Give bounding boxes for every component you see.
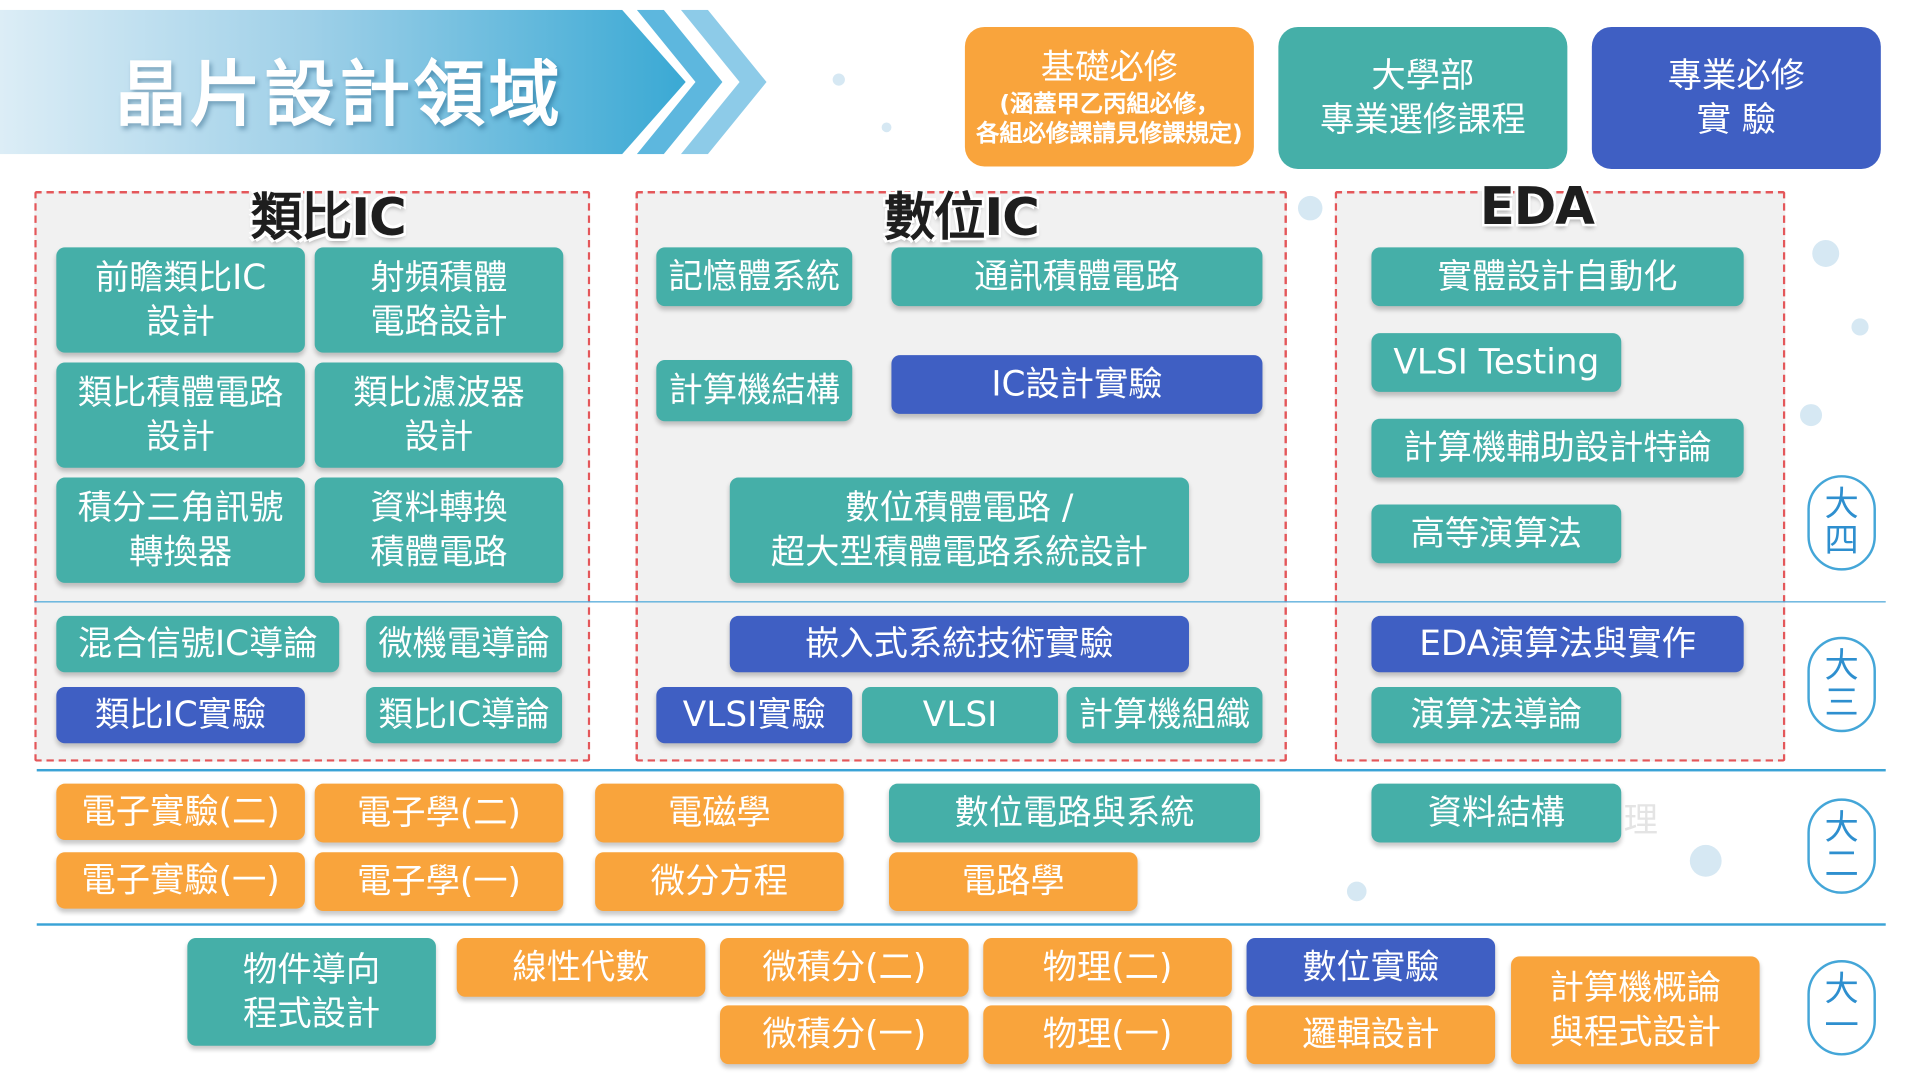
course-circuit-theory[interactable]: 電路學 — [888, 852, 1138, 912]
divider-senior-junior — [34, 601, 1886, 603]
decor-dot — [1851, 318, 1869, 336]
course-differential-equations[interactable]: 微分方程 — [595, 852, 844, 912]
course-sigma-delta-converter[interactable]: 積分三角訊號 轉換器 — [56, 477, 305, 583]
legend-required-lab: 專業必修 實 驗 — [1591, 26, 1881, 169]
course-electronics-2[interactable]: 電子學(二) — [314, 783, 564, 843]
legend-elective: 大學部 專業選修課程 — [1278, 26, 1568, 169]
page-title: 晶片設計領域 — [115, 52, 564, 136]
course-analog-ic-lab[interactable]: 類比IC實驗 — [56, 686, 305, 744]
year-badge-char: 大 — [1824, 806, 1859, 848]
legend-elective-label: 大學部 — [1371, 55, 1475, 96]
course-analog-filter-design[interactable]: 類比濾波器 設計 — [314, 362, 564, 468]
year-badge-char: 一 — [1824, 1005, 1859, 1046]
course-memory-systems[interactable]: 記憶體系統 — [656, 247, 853, 307]
course-electronics-lab-2[interactable]: 電子實驗(二) — [56, 783, 305, 841]
year-badge-char: 三 — [1824, 682, 1859, 723]
header-banner — [0, 9, 686, 155]
legend-basic-note: 各組必修課請見修課規定) — [976, 120, 1243, 147]
course-analog-ic-intro[interactable]: 類比IC導論 — [366, 686, 563, 744]
course-physics-1[interactable]: 物理(一) — [983, 1005, 1232, 1065]
course-digital-ic-vlsi-system-design[interactable]: 數位積體電路 / 超大型積體電路系統設計 — [729, 477, 1189, 583]
decor-dot — [1812, 240, 1840, 267]
legend-lab-label: 實 驗 — [1696, 99, 1777, 140]
legend-basic-required: 基礎必修 (涵蓋甲乙丙組必修， 各組必修課請見修課規定) — [964, 26, 1254, 167]
course-electromagnetics[interactable]: 電磁學 — [595, 783, 844, 843]
course-intro-computer-programming[interactable]: 計算機概論 與程式設計 — [1511, 956, 1760, 1065]
course-digital-circuits-systems[interactable]: 數位電路與系統 — [888, 783, 1261, 843]
year-badge-junior: 大 三 — [1807, 636, 1876, 733]
divider-junior-sophomore — [36, 768, 1886, 772]
year-badge-freshman: 大 一 — [1807, 960, 1876, 1056]
legend-lab-label: 專業必修 — [1667, 55, 1805, 96]
decor-dot — [832, 73, 845, 86]
region-title-eda: EDA — [1479, 176, 1595, 237]
course-cad-special-topics[interactable]: 計算機輔助設計特論 — [1371, 418, 1744, 478]
course-communication-ic[interactable]: 通訊積體電路 — [891, 247, 1263, 307]
region-title-analog: 類比IC — [250, 187, 407, 248]
course-ic-design-lab[interactable]: IC設計實驗 — [891, 355, 1263, 414]
course-calculus-1[interactable]: 微積分(一) — [720, 1005, 969, 1065]
course-algorithms-intro[interactable]: 演算法導論 — [1371, 686, 1622, 744]
course-vlsi-testing[interactable]: VLSI Testing — [1371, 333, 1622, 392]
faded-text: 理 — [1623, 799, 1658, 841]
course-computer-organization[interactable]: 計算機組織 — [1066, 686, 1263, 744]
course-data-converter-ic[interactable]: 資料轉換 積體電路 — [314, 477, 564, 583]
course-advanced-algorithms[interactable]: 高等演算法 — [1371, 504, 1622, 564]
course-computer-architecture[interactable]: 計算機結構 — [656, 360, 853, 422]
decor-dot — [1297, 195, 1323, 221]
course-digital-lab[interactable]: 數位實驗 — [1246, 937, 1496, 997]
course-physical-design-automation[interactable]: 實體設計自動化 — [1371, 247, 1744, 307]
legend-basic-note: (涵蓋甲乙丙組必修， — [999, 90, 1220, 118]
legend-basic-label: 基礎必修 — [1040, 46, 1178, 87]
course-mems-intro[interactable]: 微機電導論 — [366, 615, 563, 673]
decor-dot — [1689, 844, 1722, 877]
decor-dot — [881, 122, 892, 133]
year-badge-char: 四 — [1824, 520, 1859, 561]
year-badge-char: 大 — [1824, 645, 1859, 686]
decor-dot — [1800, 404, 1823, 427]
course-electronics-1[interactable]: 電子學(一) — [314, 852, 564, 912]
course-logic-design[interactable]: 邏輯設計 — [1246, 1005, 1496, 1065]
course-calculus-2[interactable]: 微積分(二) — [720, 937, 969, 997]
year-badge-char: 二 — [1824, 843, 1859, 885]
course-vlsi-lab[interactable]: VLSI實驗 — [656, 686, 853, 744]
year-badge-char: 大 — [1824, 968, 1859, 1009]
course-mixed-signal-ic-intro[interactable]: 混合信號IC導論 — [56, 615, 340, 673]
divider-sophomore-freshman — [36, 923, 1886, 926]
course-advanced-analog-ic-design[interactable]: 前瞻類比IC 設計 — [56, 247, 305, 353]
year-badge-char: 大 — [1824, 483, 1859, 525]
course-embedded-systems-lab[interactable]: 嵌入式系統技術實驗 — [729, 615, 1189, 673]
year-badge-senior: 大 四 — [1807, 475, 1876, 571]
course-vlsi[interactable]: VLSI — [862, 686, 1058, 744]
chevron-icon — [680, 9, 767, 155]
decor-dot — [1346, 881, 1367, 902]
course-linear-algebra[interactable]: 線性代數 — [456, 937, 706, 997]
course-analog-ic-design[interactable]: 類比積體電路 設計 — [56, 362, 305, 468]
course-rf-ic-design[interactable]: 射頻積體 電路設計 — [314, 247, 564, 353]
year-badge-sophomore: 大 二 — [1807, 798, 1876, 894]
course-eda-algorithms-implementation[interactable]: EDA演算法與實作 — [1371, 615, 1744, 673]
course-oop[interactable]: 物件導向 程式設計 — [187, 937, 436, 1046]
region-title-digital: 數位IC — [883, 187, 1040, 248]
course-electronics-lab-1[interactable]: 電子實驗(一) — [56, 852, 305, 909]
legend-elective-label: 專業選修課程 — [1319, 99, 1526, 140]
course-physics-2[interactable]: 物理(二) — [983, 937, 1232, 997]
course-data-structures[interactable]: 資料結構 — [1371, 783, 1622, 843]
